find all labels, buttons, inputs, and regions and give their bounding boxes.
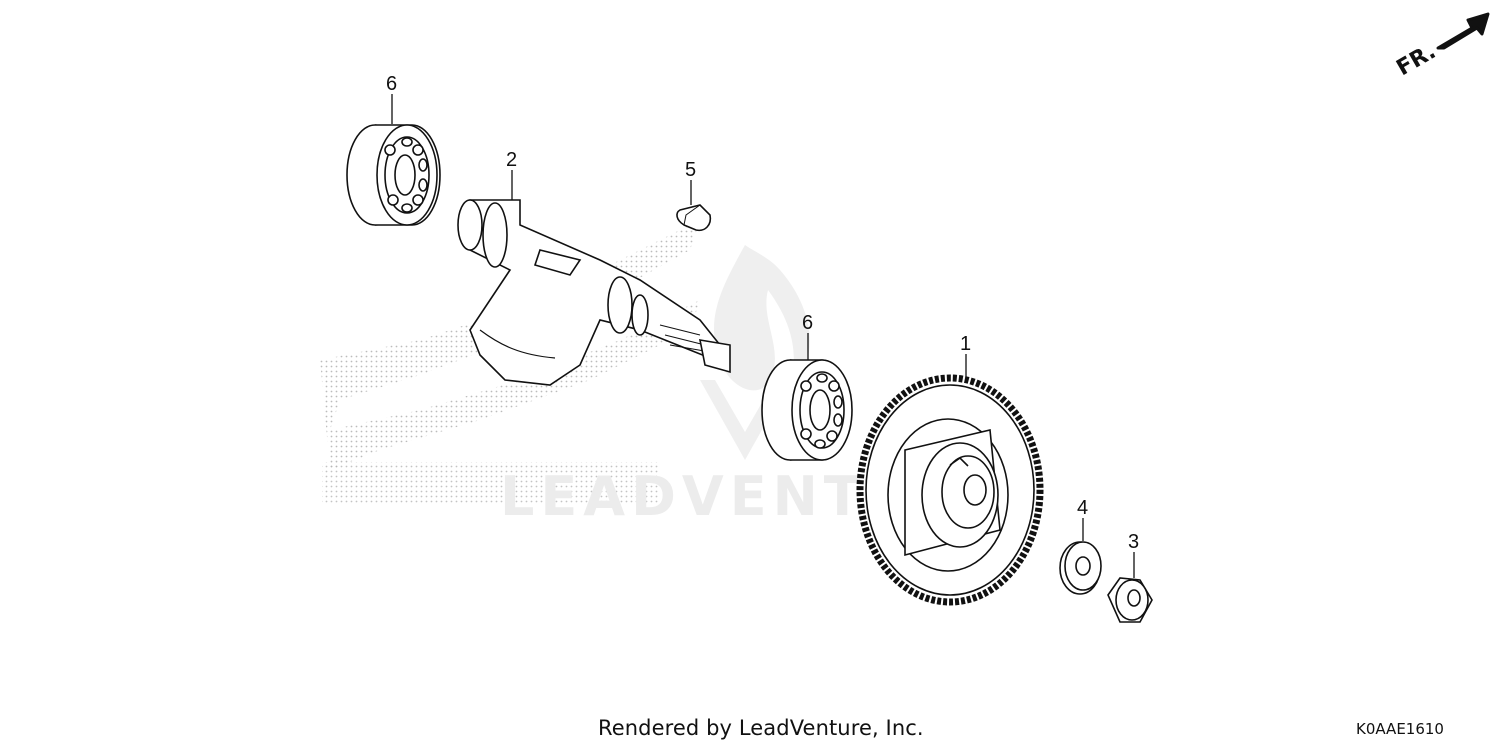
bearing-top[interactable] — [346, 124, 441, 226]
honda-word-watermark — [322, 462, 660, 505]
callout-6-mid: 6 — [802, 312, 813, 334]
flame-watermark — [714, 245, 810, 391]
balancer-gear[interactable] — [856, 374, 1044, 606]
nut[interactable] — [1107, 577, 1153, 623]
callout-6-top: 6 — [386, 73, 397, 95]
washer[interactable] — [1059, 541, 1102, 595]
woodruff-key[interactable] — [676, 204, 712, 232]
callout-5: 5 — [685, 159, 696, 181]
render-credit: Rendered by LeadVenture, Inc. — [598, 716, 924, 740]
balancer-shaft[interactable] — [457, 199, 731, 386]
front-direction-indicator: FR. — [1393, 12, 1490, 81]
callout-3: 3 — [1128, 531, 1139, 553]
callout-2: 2 — [506, 149, 517, 171]
callout-4: 4 — [1077, 497, 1088, 519]
front-arrow-icon — [1436, 12, 1490, 50]
callout-1: 1 — [960, 333, 971, 355]
bearing-mid[interactable] — [761, 359, 853, 461]
front-label: FR. — [1393, 39, 1441, 81]
diagram-code: K0AAE1610 — [1356, 720, 1444, 738]
callouts — [391, 94, 1135, 578]
